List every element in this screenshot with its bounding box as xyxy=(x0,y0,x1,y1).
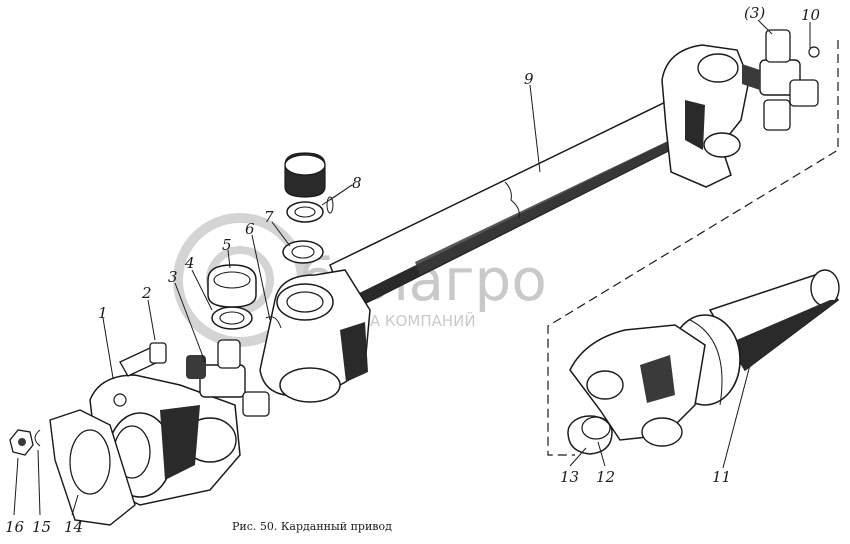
label-part-1: 1 xyxy=(98,304,108,322)
left-spider-cross xyxy=(186,339,270,417)
label-part-4: 4 xyxy=(184,254,195,272)
ring-7 xyxy=(282,240,324,264)
shaft-right-yoke xyxy=(661,44,750,188)
washer-and-nut xyxy=(9,429,41,456)
washer-15 xyxy=(34,429,41,447)
ring-4 xyxy=(211,306,253,330)
label-part-8: 8 xyxy=(352,174,362,192)
label-part-9: 9 xyxy=(524,70,534,88)
part-labels: 1 2 3 4 5 6 7 8 9 (3) 10 11 12 13 14 15 … xyxy=(5,4,821,536)
label-part-14: 14 xyxy=(64,518,83,536)
bearing-kit xyxy=(207,152,334,330)
gasket xyxy=(49,409,136,526)
grease-fitting-icon xyxy=(808,46,820,58)
label-part-3-ref: (3) xyxy=(744,4,765,22)
label-part-5: 5 xyxy=(222,236,232,254)
label-part-11: 11 xyxy=(712,468,731,486)
label-part-12: 12 xyxy=(596,468,615,486)
leader-lines xyxy=(13,19,811,516)
label-part-13: 13 xyxy=(560,468,579,486)
main-shaft-tube xyxy=(329,94,702,314)
label-part-7: 7 xyxy=(264,208,274,226)
assembly-guide-line xyxy=(547,40,839,456)
slip-yoke-assembly xyxy=(569,269,840,447)
shaft-left-yoke xyxy=(259,269,371,403)
label-part-2: 2 xyxy=(141,284,152,302)
label-part-3: 3 xyxy=(168,268,178,286)
label-part-10: 10 xyxy=(801,6,821,24)
pin-6 xyxy=(265,316,282,329)
label-part-16: 16 xyxy=(5,518,25,536)
figure-caption: Рис. 50. Карданный привод xyxy=(232,520,392,533)
right-spider-cross xyxy=(742,29,820,131)
ring-5 xyxy=(207,264,257,308)
bolt xyxy=(119,342,167,377)
label-part-6: 6 xyxy=(245,220,255,238)
flange-yoke xyxy=(89,374,241,506)
label-part-15: 15 xyxy=(32,518,51,536)
bearing-cap-and-seal xyxy=(567,415,613,455)
